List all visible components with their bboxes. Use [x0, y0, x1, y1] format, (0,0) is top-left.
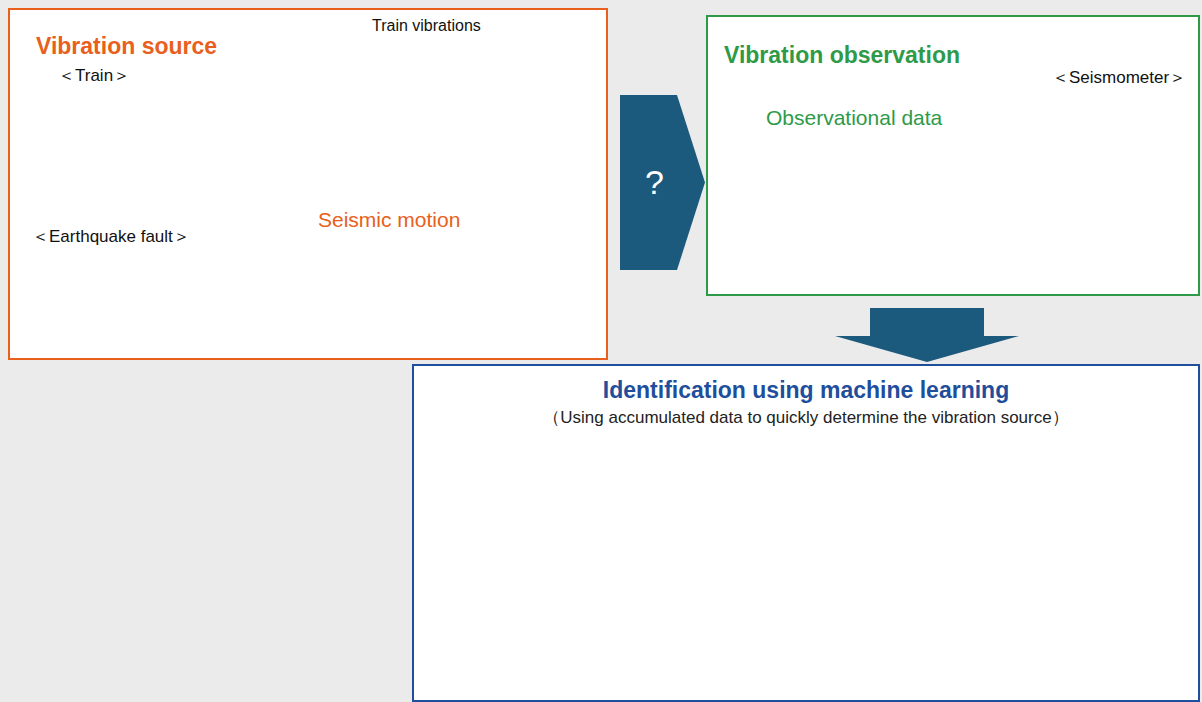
waveform-label: Observational data: [766, 106, 942, 130]
panel-title: Vibration source: [36, 32, 580, 61]
panel-title: Vibration observation: [724, 41, 1182, 70]
illustration-label: ＜Train＞: [58, 64, 130, 87]
waveform-label: Train vibrations: [372, 17, 481, 35]
block-arrow: [835, 308, 1019, 362]
panel-box: Identification using machine learning（Us…: [412, 364, 1200, 702]
panel-title: Identification using machine learning: [422, 376, 1190, 405]
panel-subtitle: （Using accumulated data to quickly deter…: [422, 407, 1190, 428]
illustration-label: ＜Earthquake fault＞: [32, 225, 190, 248]
panel-box: Vibration observation: [706, 15, 1200, 296]
edge-label: ?: [645, 163, 664, 202]
illustration-label: ＜Seismometer＞: [1052, 66, 1186, 89]
block-arrow: [620, 95, 705, 270]
waveform-label: Seismic motion: [318, 208, 460, 232]
panel-box: Vibration source: [8, 8, 608, 360]
